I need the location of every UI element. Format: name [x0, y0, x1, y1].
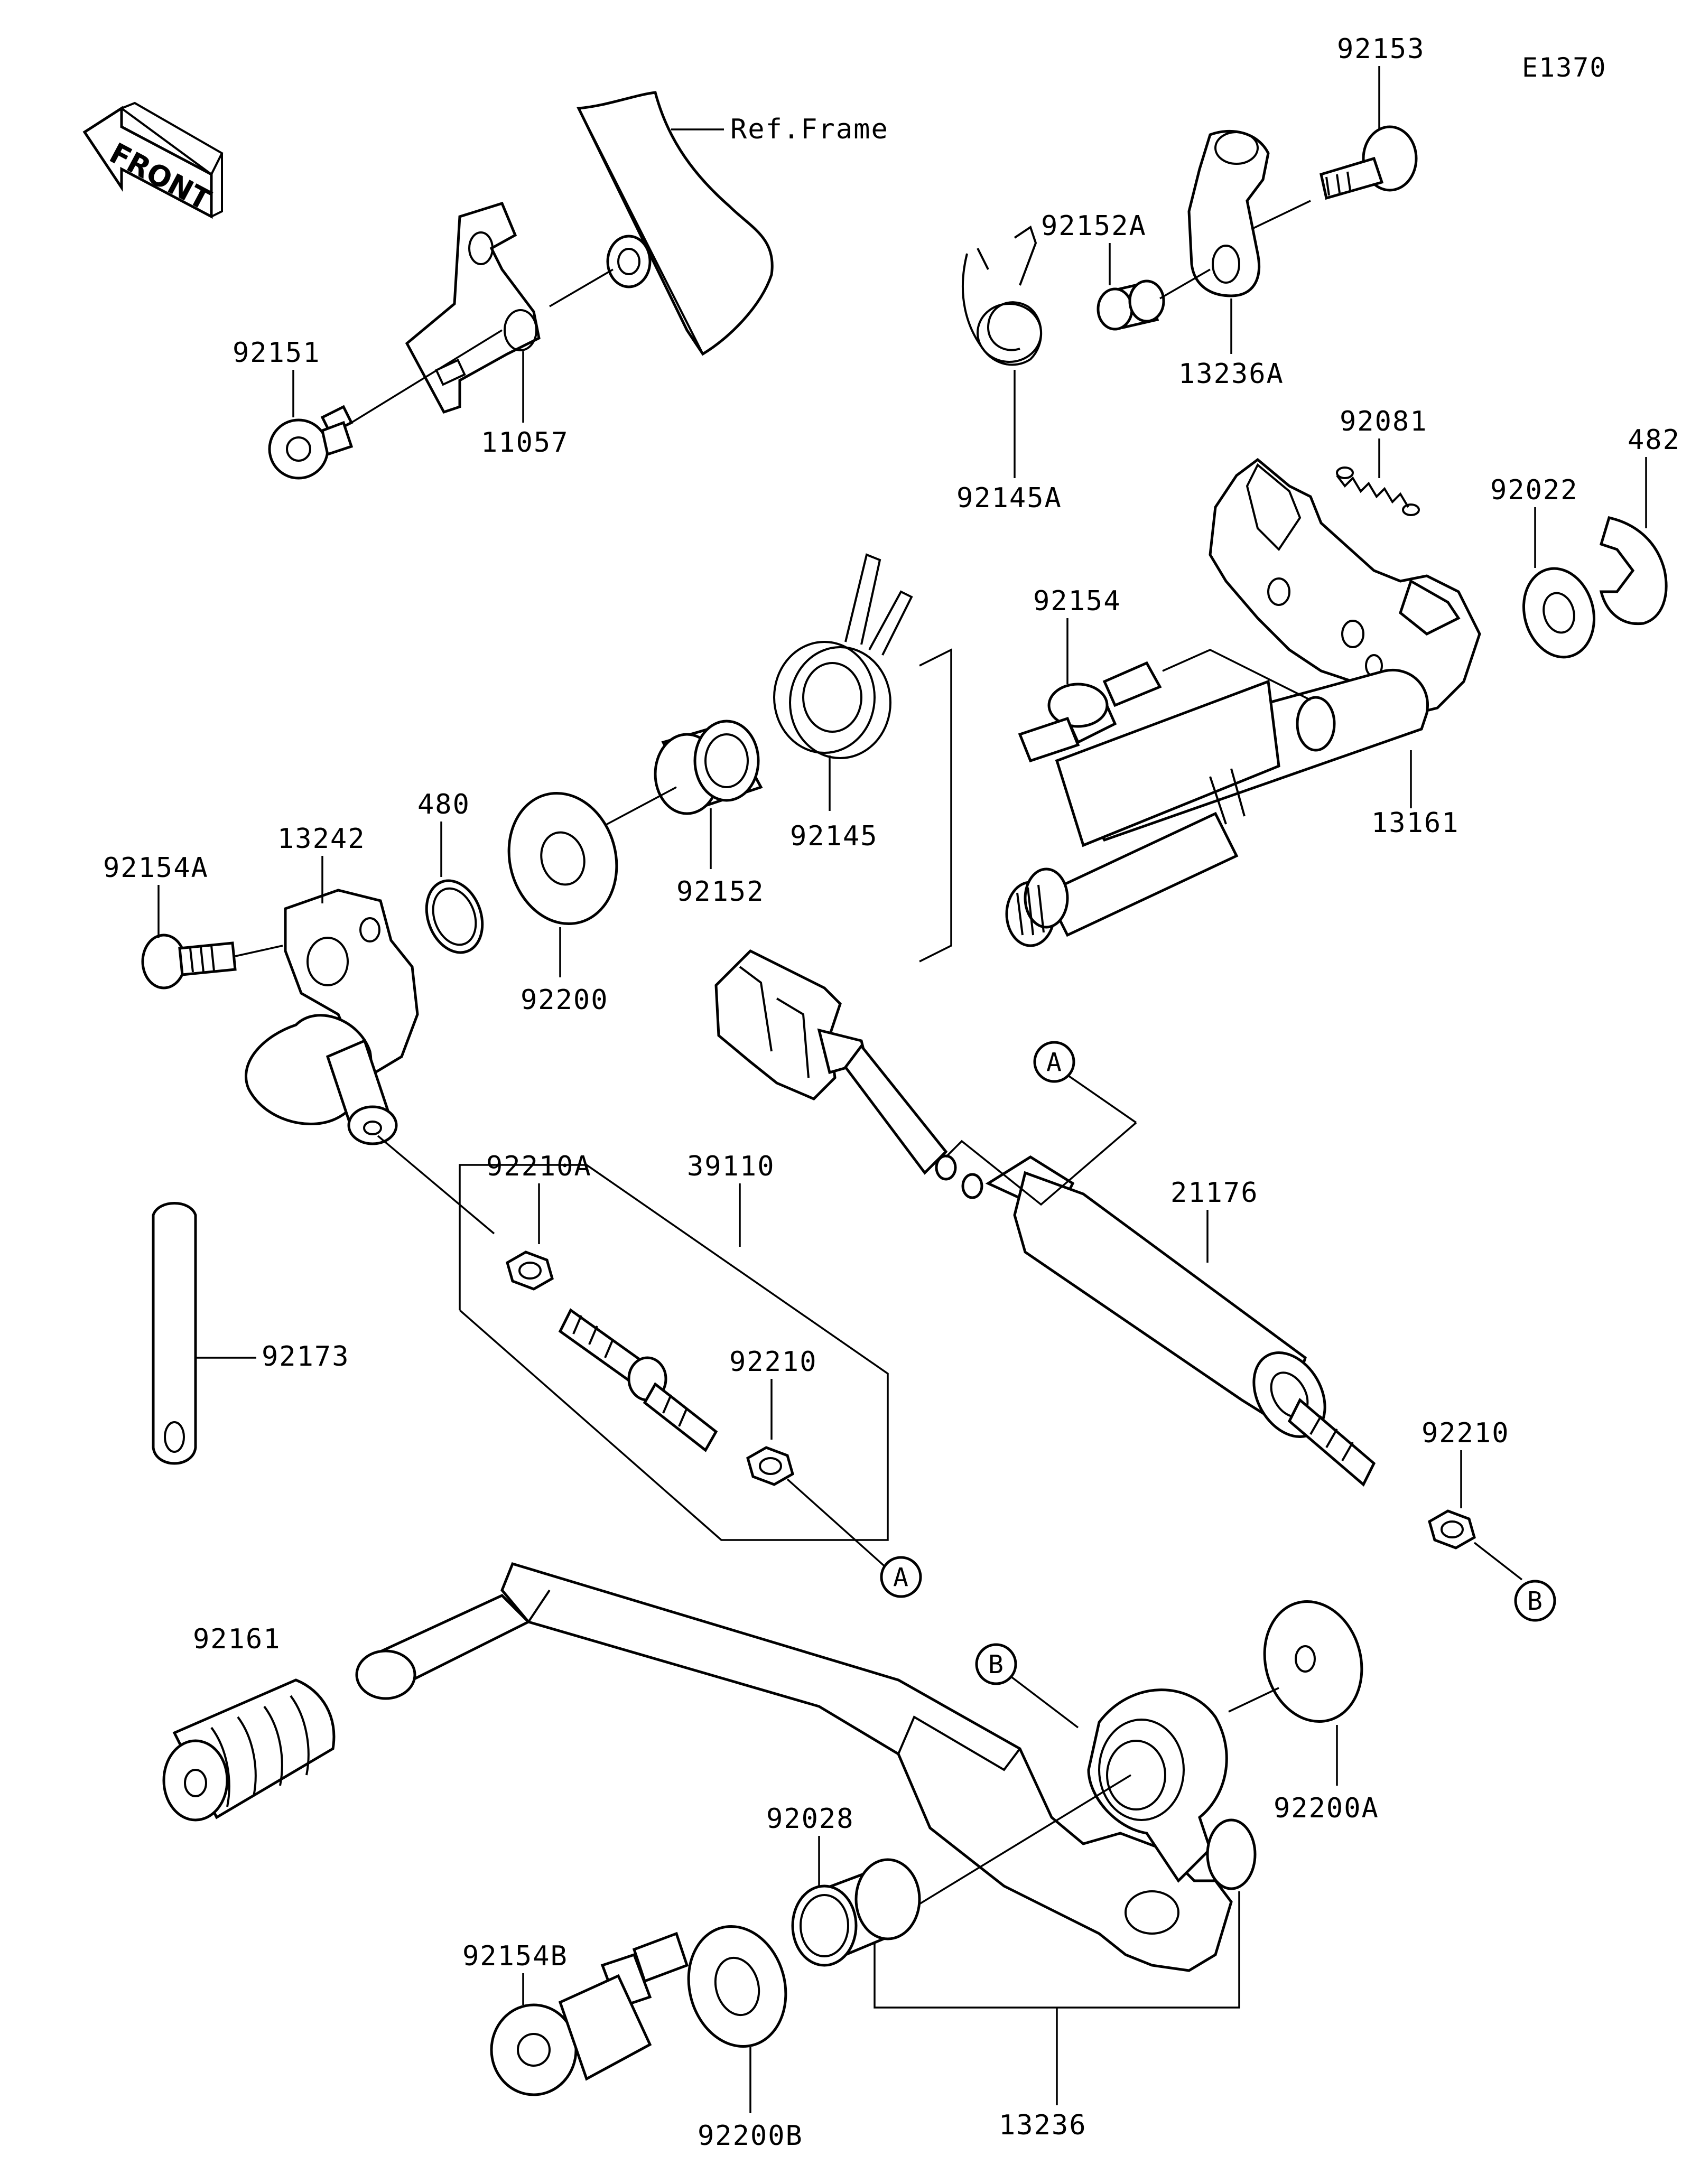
part-label-13161: 13161 — [1371, 807, 1460, 839]
part-label-13242: 13242 — [277, 823, 366, 855]
nut-92210A — [506, 1250, 554, 1291]
part-label-92200: 92200 — [521, 984, 609, 1016]
bolt-92151 — [268, 405, 354, 480]
svg-text:B: B — [988, 1650, 1004, 1679]
bushing-92028 — [791, 1858, 921, 1967]
connector-plug — [714, 949, 948, 1175]
spring-92145 — [773, 553, 913, 759]
bracket-11057 — [405, 201, 541, 414]
bolt-92154 — [1018, 661, 1162, 763]
spring-92145A — [961, 225, 1042, 366]
part-label-482: 482 — [1628, 424, 1680, 456]
callout-b-right: B — [1514, 1580, 1556, 1622]
part-label-92200A: 92200A — [1274, 1793, 1379, 1824]
part-label-39110: 39110 — [687, 1151, 775, 1182]
nut-92210-b — [1428, 1509, 1476, 1550]
svg-text:B: B — [1527, 1586, 1543, 1616]
part-label-92210-b: 92210 — [1421, 1417, 1510, 1449]
part-label-13236A: 13236A — [1178, 358, 1284, 390]
part-label-92152A: 92152A — [1041, 210, 1147, 242]
nut-92210-a — [746, 1446, 794, 1486]
callout-b-lever: B — [975, 1643, 1017, 1685]
part-label-92210A: 92210A — [486, 1151, 592, 1182]
part-label-92210-a: 92210 — [729, 1346, 817, 1378]
part-label-13236: 13236 — [999, 2110, 1087, 2141]
arm-13236A — [1187, 130, 1270, 297]
bolt-92154A — [141, 934, 237, 990]
part-label-92154A: 92154A — [103, 852, 209, 884]
part-label-92081: 92081 — [1340, 406, 1428, 437]
part-label-92145A: 92145A — [956, 482, 1062, 514]
rod-21176 — [935, 1154, 1376, 1487]
part-label-92154: 92154 — [1033, 585, 1121, 617]
part-label-480: 480 — [417, 789, 470, 820]
part-label-92151: 92151 — [233, 337, 321, 369]
part-label-92028: 92028 — [766, 1803, 854, 1835]
circlip-482 — [1599, 516, 1668, 626]
washer-92200B — [687, 1925, 787, 2048]
front-arrow-icon — [82, 101, 224, 219]
part-label-92152: 92152 — [676, 876, 765, 908]
part-label-92153: 92153 — [1337, 33, 1425, 65]
shift-shaft-13161 — [1005, 458, 1481, 947]
part-label-11057: 11057 — [481, 427, 569, 459]
collar-92152 — [654, 720, 763, 815]
tie-rod — [558, 1308, 718, 1452]
part-label-92161: 92161 — [193, 1623, 281, 1655]
pedal-rubber-92161 — [162, 1678, 336, 1822]
part-label-92173: 92173 — [262, 1341, 350, 1373]
callout-a-upper: A — [1033, 1041, 1075, 1083]
frame-reference-outline — [577, 91, 774, 356]
bolt-92154B — [490, 1931, 689, 2096]
collar-92152A — [1097, 279, 1165, 331]
svg-text:A: A — [893, 1563, 908, 1592]
circlip-480 — [425, 879, 484, 954]
ref-frame-label: Ref.Frame — [730, 114, 889, 145]
clip-92173 — [152, 1202, 197, 1465]
spring-92081 — [1336, 466, 1420, 516]
arm-13242 — [245, 889, 419, 1145]
part-label-92200B: 92200B — [698, 2120, 803, 2152]
washer-92200A — [1263, 1600, 1363, 1723]
part-label-92022: 92022 — [1490, 474, 1578, 506]
washer-92200 — [507, 792, 618, 925]
svg-text:A: A — [1046, 1048, 1062, 1077]
part-label-92145: 92145 — [790, 820, 878, 852]
washer-92022 — [1522, 567, 1596, 659]
bolt-92153 — [1320, 125, 1418, 200]
part-label-21176: 21176 — [1170, 1177, 1259, 1209]
callout-a-lower: A — [880, 1556, 922, 1598]
diagram-code: E1370 — [1522, 52, 1607, 83]
part-label-92154B: 92154B — [462, 1940, 568, 1972]
shift-pedal-13236 — [355, 1562, 1257, 1972]
